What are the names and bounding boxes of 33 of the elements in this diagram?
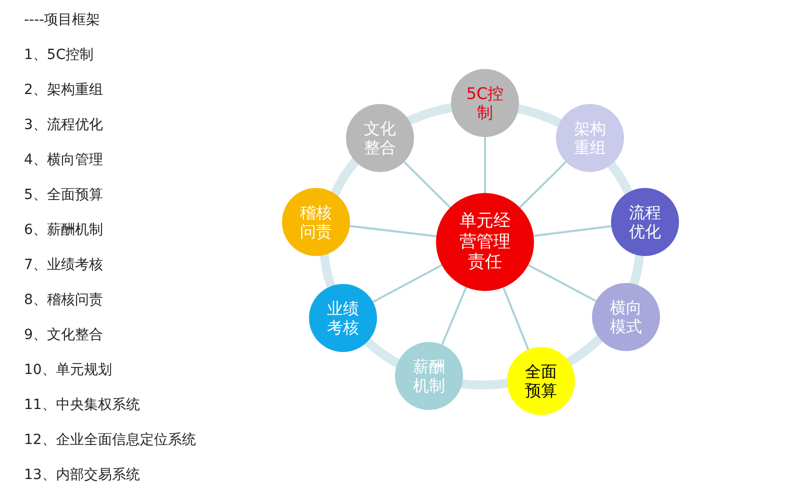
node-label: 单元经营管理责任 bbox=[460, 211, 510, 273]
node-label: 5C控制 bbox=[465, 84, 505, 122]
list-item: 7、业绩考核 bbox=[24, 256, 103, 274]
topic-circle bbox=[346, 104, 414, 172]
list-item: 5、全面预算 bbox=[24, 186, 103, 204]
list-item: 11、中央集权系统 bbox=[24, 396, 140, 414]
connector-line bbox=[441, 286, 468, 346]
list-item: 6、薪酬机制 bbox=[24, 221, 103, 239]
list-item: 1、5C控制 bbox=[24, 46, 94, 64]
list-item: 12、企业全面信息定位系统 bbox=[24, 431, 196, 449]
node-label: 文化整合 bbox=[364, 118, 396, 158]
connector-line bbox=[519, 161, 567, 208]
node-label: 流程优化 bbox=[629, 202, 661, 242]
node-label: 业绩考核 bbox=[327, 298, 359, 338]
list-item: 3、流程优化 bbox=[24, 116, 103, 134]
node-label: 全面预算 bbox=[525, 362, 557, 400]
connector-line bbox=[350, 225, 436, 238]
connector-line bbox=[372, 264, 442, 303]
list-item: 2、架构重组 bbox=[24, 81, 103, 99]
connector-line bbox=[502, 287, 530, 350]
list-heading: ----项目框架 bbox=[24, 11, 100, 29]
connector-line bbox=[484, 137, 486, 193]
list-item: 9、文化整合 bbox=[24, 326, 103, 344]
node-label: 薪酬机制 bbox=[413, 356, 445, 396]
connector-line bbox=[528, 264, 596, 302]
connector-line bbox=[403, 161, 451, 208]
node-label: 横向模式 bbox=[610, 298, 642, 336]
list-item: 8、稽核问责 bbox=[24, 291, 103, 309]
list-item: 13、内部交易系统 bbox=[24, 466, 140, 484]
list-item: 10、单元规划 bbox=[24, 361, 112, 379]
connector-line bbox=[534, 225, 612, 237]
node-label: 稽核问责 bbox=[300, 202, 332, 242]
list-item: 4、横向管理 bbox=[24, 151, 103, 169]
